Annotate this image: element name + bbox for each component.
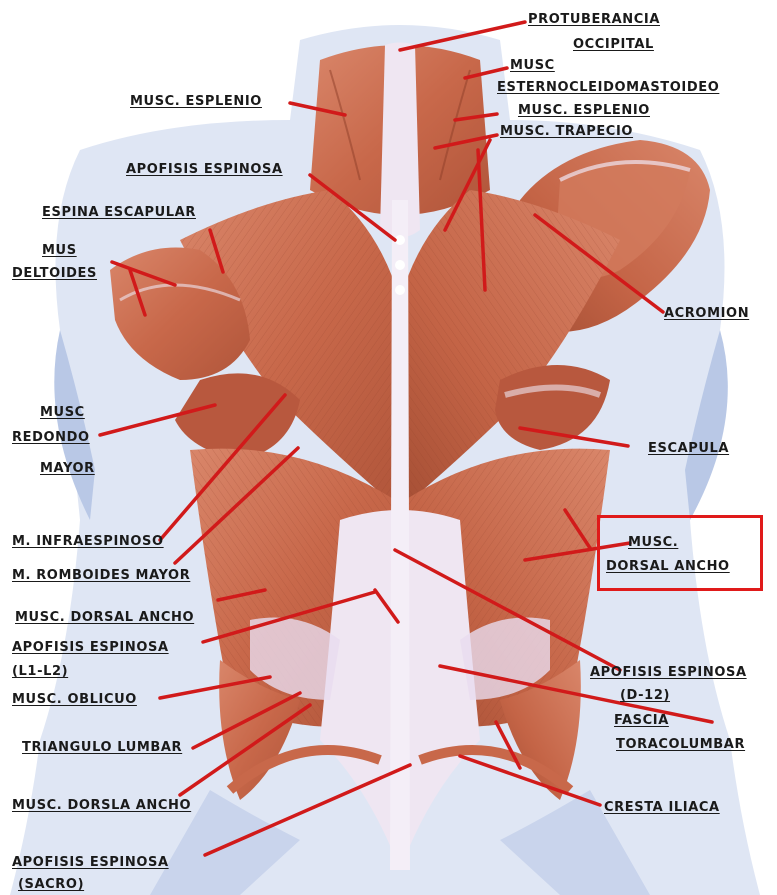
label-dorsal-ancho-musc: MUSC. — [628, 535, 678, 551]
label-oblicuo: MUSC. OBLICUO — [12, 692, 137, 708]
highlight-box — [597, 515, 763, 591]
label-deltoides: DELTOIDES — [12, 266, 97, 282]
label-redondo-mayor: MAYOR — [40, 461, 95, 477]
label-esplenio-right: MUSC. ESPLENIO — [518, 103, 650, 119]
label-triangulo-lumbar: TRIANGULO LUMBAR — [22, 740, 182, 756]
label-toracolumbar: TORACOLUMBAR — [616, 737, 745, 753]
label-apofisis-espinosa: APOFISIS ESPINOSA — [126, 162, 283, 178]
label-apofisis-d12: APOFISIS ESPINOSA — [590, 665, 747, 681]
label-espina-escapular: ESPINA ESCAPULAR — [42, 205, 196, 221]
label-romboides-mayor: M. ROMBOIDES MAYOR — [12, 568, 190, 584]
label-cresta-iliaca: CRESTA ILIACA — [604, 800, 720, 816]
label-esterno-musc: MUSC — [510, 58, 555, 74]
label-redondo: REDONDO — [12, 430, 90, 446]
label-escapula: ESCAPULA — [648, 441, 729, 457]
label-dorsal-ancho-right: DORSAL ANCHO — [606, 559, 730, 575]
label-l1l2: (L1-L2) — [12, 664, 68, 680]
label-sacro: (SACRO) — [18, 877, 84, 893]
label-esternocleidomastoideo: ESTERNOCLEIDOMASTOIDEO — [497, 80, 719, 96]
label-dorsla-ancho: MUSC. DORSLA ANCHO — [12, 798, 191, 814]
label-fascia: FASCIA — [614, 713, 669, 729]
label-infraespinoso: M. INFRAESPINOSO — [12, 534, 164, 550]
label-occipital: OCCIPITAL — [573, 37, 654, 53]
label-d12: (D-12) — [620, 688, 670, 704]
label-deltoides-mus: MUS — [42, 243, 77, 259]
label-apofisis-l1l2: APOFISIS ESPINOSA — [12, 640, 169, 656]
label-esplenio-left: MUSC. ESPLENIO — [130, 94, 262, 110]
label-protuberancia: PROTUBERANCIA — [528, 12, 660, 28]
label-apofisis-sacro: APOFISIS ESPINOSA — [12, 855, 169, 871]
label-redondo-musc: MUSC — [40, 405, 85, 421]
label-trapecio: MUSC. TRAPECIO — [500, 124, 633, 140]
label-acromion: ACROMION — [664, 306, 749, 322]
label-dorsal-ancho-left: MUSC. DORSAL ANCHO — [15, 610, 194, 626]
